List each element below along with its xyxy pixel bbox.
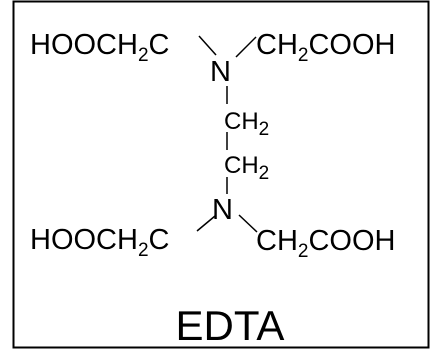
bond-bottomleft-n bbox=[196, 215, 216, 232]
diagram-frame bbox=[12, 0, 430, 349]
molecule-caption: EDTA bbox=[176, 302, 285, 349]
bond-topleft-n bbox=[198, 35, 217, 56]
bottom-right-group: CH2COOH bbox=[256, 225, 395, 262]
top-right-group: CH2COOH bbox=[256, 29, 395, 66]
bridge-ch2-lower: CH2 bbox=[224, 152, 269, 184]
nitrogen-bottom: N bbox=[212, 194, 233, 226]
bottom-left-group: HOOCH2C bbox=[30, 224, 169, 261]
bond-n-topright bbox=[235, 36, 257, 58]
nitrogen-top: N bbox=[210, 56, 231, 88]
top-left-group: HOOCH2C bbox=[30, 29, 169, 66]
bridge-ch2-upper: CH2 bbox=[224, 108, 269, 140]
bond-n-bottomright bbox=[238, 214, 258, 233]
